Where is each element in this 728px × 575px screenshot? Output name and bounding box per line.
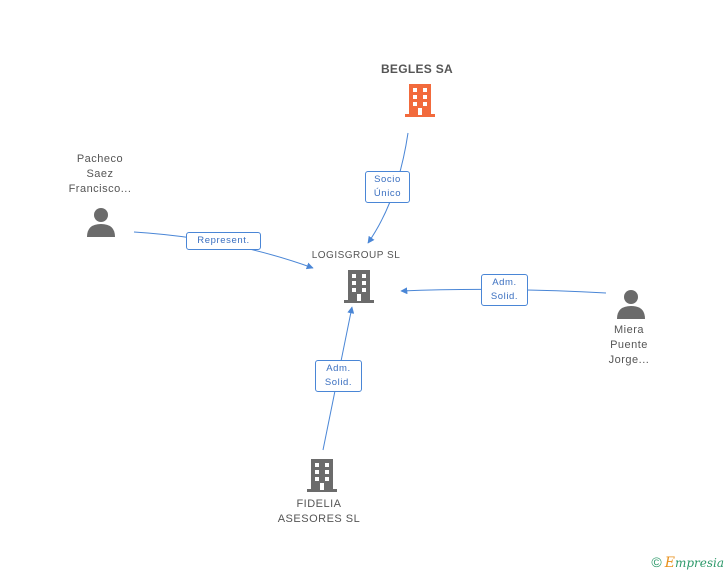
edge-label-socio-unico: Socio Único xyxy=(365,171,410,203)
empresia-watermark: ©Empresia xyxy=(651,554,724,571)
fidelia-label-line2: ASESORES SL xyxy=(277,513,361,525)
miera-label-line3: Jorge... xyxy=(608,354,650,366)
edge-label-miera-adm-solid: Adm. Solid. xyxy=(481,274,528,306)
brand-rest: mpresia xyxy=(674,556,724,570)
begles-label[interactable]: BEGLES SA xyxy=(380,62,454,76)
fidelia-label[interactable]: FIDELIA ASESORES SL xyxy=(264,497,374,527)
edge-label-represent: Represent. xyxy=(186,232,261,250)
miera-label-line1: Miera xyxy=(613,324,644,336)
begles-building-icon[interactable] xyxy=(405,84,435,117)
logisgroup-label[interactable]: LOGISGROUP SL xyxy=(311,250,401,261)
miera-label-line2: Puente xyxy=(610,339,648,351)
edge-label-socio-unico-line1: Socio xyxy=(374,174,401,185)
pacheco-person-icon[interactable] xyxy=(87,208,115,237)
pacheco-label-line2: Saez xyxy=(86,168,114,180)
logisgroup-building-icon[interactable] xyxy=(344,270,374,303)
copyright-icon: © xyxy=(651,554,662,570)
miera-label[interactable]: Miera Puente Jorge... xyxy=(589,323,669,368)
brand-first-letter: E xyxy=(664,555,675,571)
fidelia-building-icon[interactable] xyxy=(307,459,337,492)
edge-label-fidelia-adm-solid: Adm. Solid. xyxy=(315,360,362,392)
fidelia-label-line1: FIDELIA xyxy=(296,498,342,510)
edge-label-socio-unico-line2: Único xyxy=(373,188,402,199)
edge-label-miera-adm-line1: Adm. xyxy=(492,277,517,288)
edge-label-represent-line1: Represent. xyxy=(197,235,250,246)
edge-label-fidelia-adm-line2: Solid. xyxy=(324,377,353,388)
pacheco-label[interactable]: Pacheco Saez Francisco... xyxy=(50,152,150,197)
edge-label-fidelia-adm-line1: Adm. xyxy=(326,363,351,374)
pacheco-label-line3: Francisco... xyxy=(68,183,132,195)
pacheco-label-line1: Pacheco xyxy=(76,153,124,165)
edge-label-miera-adm-line2: Solid. xyxy=(490,291,519,302)
miera-person-icon[interactable] xyxy=(617,290,645,319)
